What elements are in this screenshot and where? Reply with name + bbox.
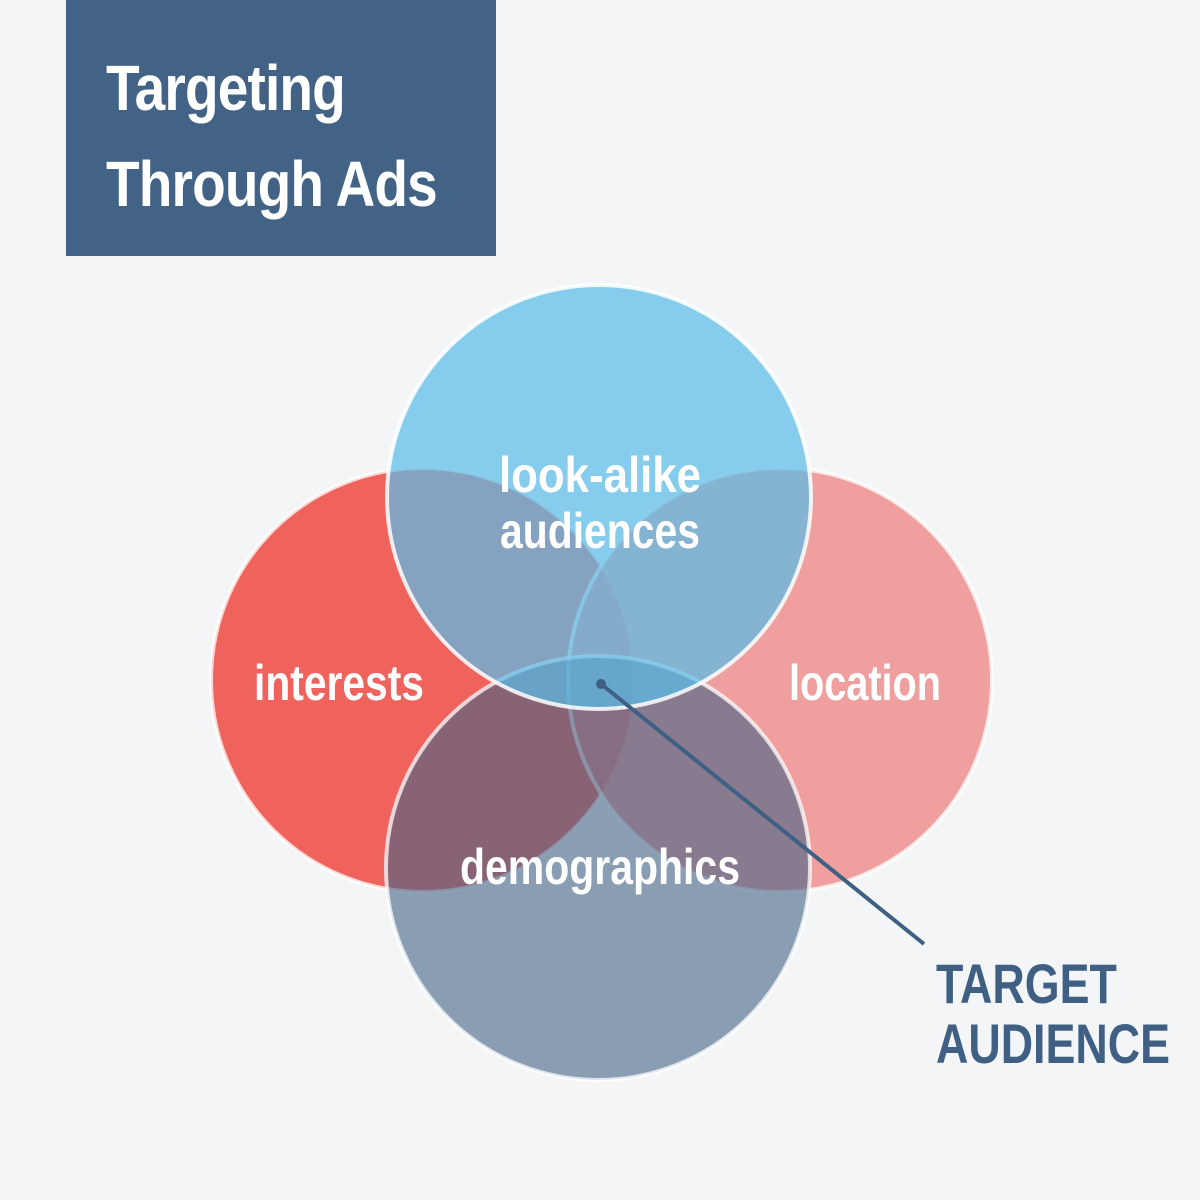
callout-line-1: TARGET	[936, 952, 1117, 1015]
title-line-1: Targeting	[106, 52, 346, 124]
callout-line-2: AUDIENCE	[936, 1012, 1170, 1075]
location-label: location	[789, 655, 941, 711]
title-line-2: Through Ads	[106, 148, 438, 220]
look-alike-label-line-1: look-alike	[499, 447, 701, 503]
look-alike-label-line-2: audiences	[500, 503, 700, 559]
callout-pointer-line	[599, 682, 926, 946]
look-alike-audiences-circle	[385, 283, 813, 711]
interests-label: interests	[254, 655, 424, 711]
callout-pointer-dot	[596, 679, 606, 689]
title-box: Targeting Through Ads	[66, 0, 496, 256]
target-audience-callout: TARGET AUDIENCE	[936, 954, 1170, 1074]
demographics-label: demographics	[460, 839, 740, 895]
